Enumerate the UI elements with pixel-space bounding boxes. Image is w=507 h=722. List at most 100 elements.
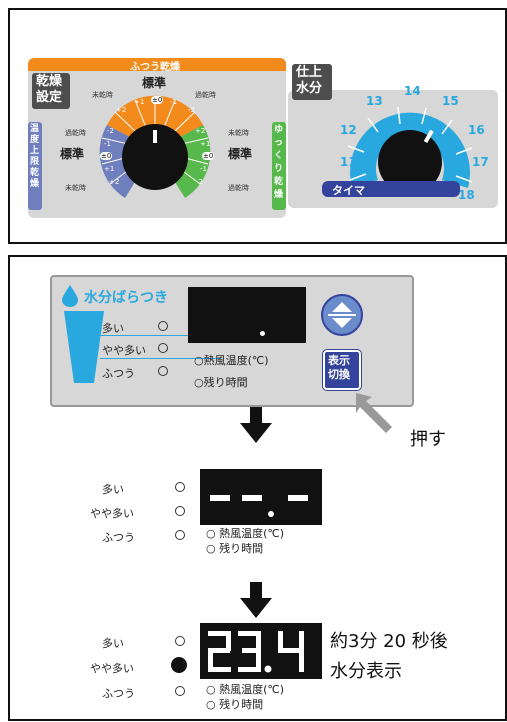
step3-level-many: 多い [102,637,124,650]
finish-moisture-title: 仕上 水分 [296,65,323,96]
scale-16: 16 [468,123,485,137]
dry-knob [122,124,188,190]
timer-label: タイマ [332,184,365,197]
step2-remaining-time: ○ 残り時間 [206,542,264,555]
down-arrow-step1 [240,407,272,443]
step3-note-line2: 水分表示 [330,661,402,682]
step2-led-many [175,482,185,492]
over-dry-top-right: 過乾時 [195,91,216,99]
moisture-variance-label: 水分ばらつき [84,290,168,306]
level-many: 多い [102,322,124,335]
gentle-dry-band [272,122,286,210]
step3-digits [208,631,304,673]
down-arrow-step2 [240,582,272,618]
level-somewhat-many: やや多い [102,344,146,357]
orange-tick-m2: -2 [188,106,195,114]
display-switch-frame: 水分ばらつき 多い やや多い ふつう ○熱風温度(℃) ○残り時間 表示 切換 … [8,255,507,721]
level-normal: ふつう [102,367,135,380]
step2-hot-air-temp: ○ 熱風温度(℃) [206,527,285,540]
blue-tick-m2: -2 [107,127,114,135]
step2-led-normal [175,530,185,540]
over-dry-left: 過乾時 [65,129,86,137]
semi-dry-right: 未乾時 [228,129,249,137]
top-settings-frame: ふつう乾燥 乾燥 設定 未乾時 標準 過乾時 温度上限乾燥 ゆっくり乾燥 過乾時… [8,8,507,244]
step2-display [200,469,322,525]
up-arrow-icon [332,302,352,312]
green-tick-p2: +2 [195,127,206,135]
orange-tick-p2: +2 [116,106,127,114]
semi-dry-top-left: 未乾時 [92,91,113,99]
scale-18: 18 [458,188,475,202]
dash-1 [210,495,230,501]
blue-tick-0: ±0 [100,152,113,160]
level-somewhat-many-led [158,343,168,353]
display-switch-button[interactable] [322,349,362,391]
display-switch-label: 表示 切換 [328,354,350,381]
dry-setting-dial[interactable] [80,80,230,220]
step3-hot-air-temp: ○ 熱風温度(℃) [206,683,285,696]
display-dot [260,331,265,336]
water-drop-icon [62,285,78,307]
variance-line-2 [100,358,220,359]
down-arrow-icon [332,318,352,328]
variance-wedge [64,311,104,383]
hot-air-temp-label: ○熱風温度(℃) [194,354,269,367]
dry-setting-text: 乾燥 設定 [36,74,63,105]
timer-band [322,181,460,197]
green-tick-p1: +1 [200,140,211,148]
level-normal-led [158,366,168,376]
blue-tick-p2: +2 [109,178,120,186]
step3-display [200,623,322,679]
scale-12: 12 [340,123,357,137]
digit-dot [264,665,272,673]
finish-moisture-title-bg [292,64,332,100]
standard-top-label: 標準 [142,76,167,90]
standard-right-label: 標準 [228,147,253,161]
moisture-knob [378,130,442,194]
standard-left-label: 標準 [60,147,85,161]
dash-3 [288,495,308,501]
level-many-led [158,321,168,331]
gentle-dry-label: ゆっくり乾燥 [274,125,284,200]
blue-tick-p1: +1 [104,165,115,173]
press-arrow-icon [356,393,392,433]
step3-note-line1: 約3分 20 秒後 [330,631,448,652]
green-tick-m2: -2 [196,178,203,186]
scale-13: 13 [366,94,383,108]
step3-level-somewhat-many: やや多い [90,662,134,675]
over-dry-right: 過乾時 [228,184,249,192]
finish-moisture-dial[interactable] [330,102,490,210]
digit-3 [238,631,261,672]
dry-setting-title [32,73,70,109]
digit-2 [208,631,231,672]
remaining-time-label: ○残り時間 [194,376,248,389]
dash-2 [242,495,262,501]
step3-remaining-time: ○ 残り時間 [206,698,264,711]
normal-dry-label: ふつう乾燥 [130,62,180,73]
up-down-button[interactable] [320,293,364,337]
press-label: 押す [410,429,446,450]
step3-level-normal: ふつう [102,687,135,700]
orange-tick-p1: +1 [134,98,145,106]
green-tick-m1: -1 [200,165,207,173]
step3-led-normal [175,686,185,696]
step2-level-normal: ふつう [102,531,135,544]
device-display [188,287,306,343]
orange-tick-m1: -1 [170,98,177,106]
step2-led-somewhat-many [175,506,185,516]
scale-15: 15 [442,94,459,108]
variance-line-1 [100,335,220,336]
green-tick-0: ±0 [202,152,215,160]
digit-4 [278,631,304,672]
step3-led-somewhat-many [171,657,187,673]
scale-14: 14 [404,84,421,98]
scale-11: 11 [340,155,357,169]
step2-level-somewhat-many: やや多い [90,507,134,520]
temp-limit-label: 温度上限乾燥 [30,124,40,189]
semi-dry-left: 未乾時 [65,184,86,192]
orange-tick-0: ±0 [151,96,164,104]
scale-17: 17 [472,155,489,169]
blue-tick-m1: -1 [104,140,111,148]
temp-limit-band [28,122,42,210]
step2-level-many: 多い [102,483,124,496]
